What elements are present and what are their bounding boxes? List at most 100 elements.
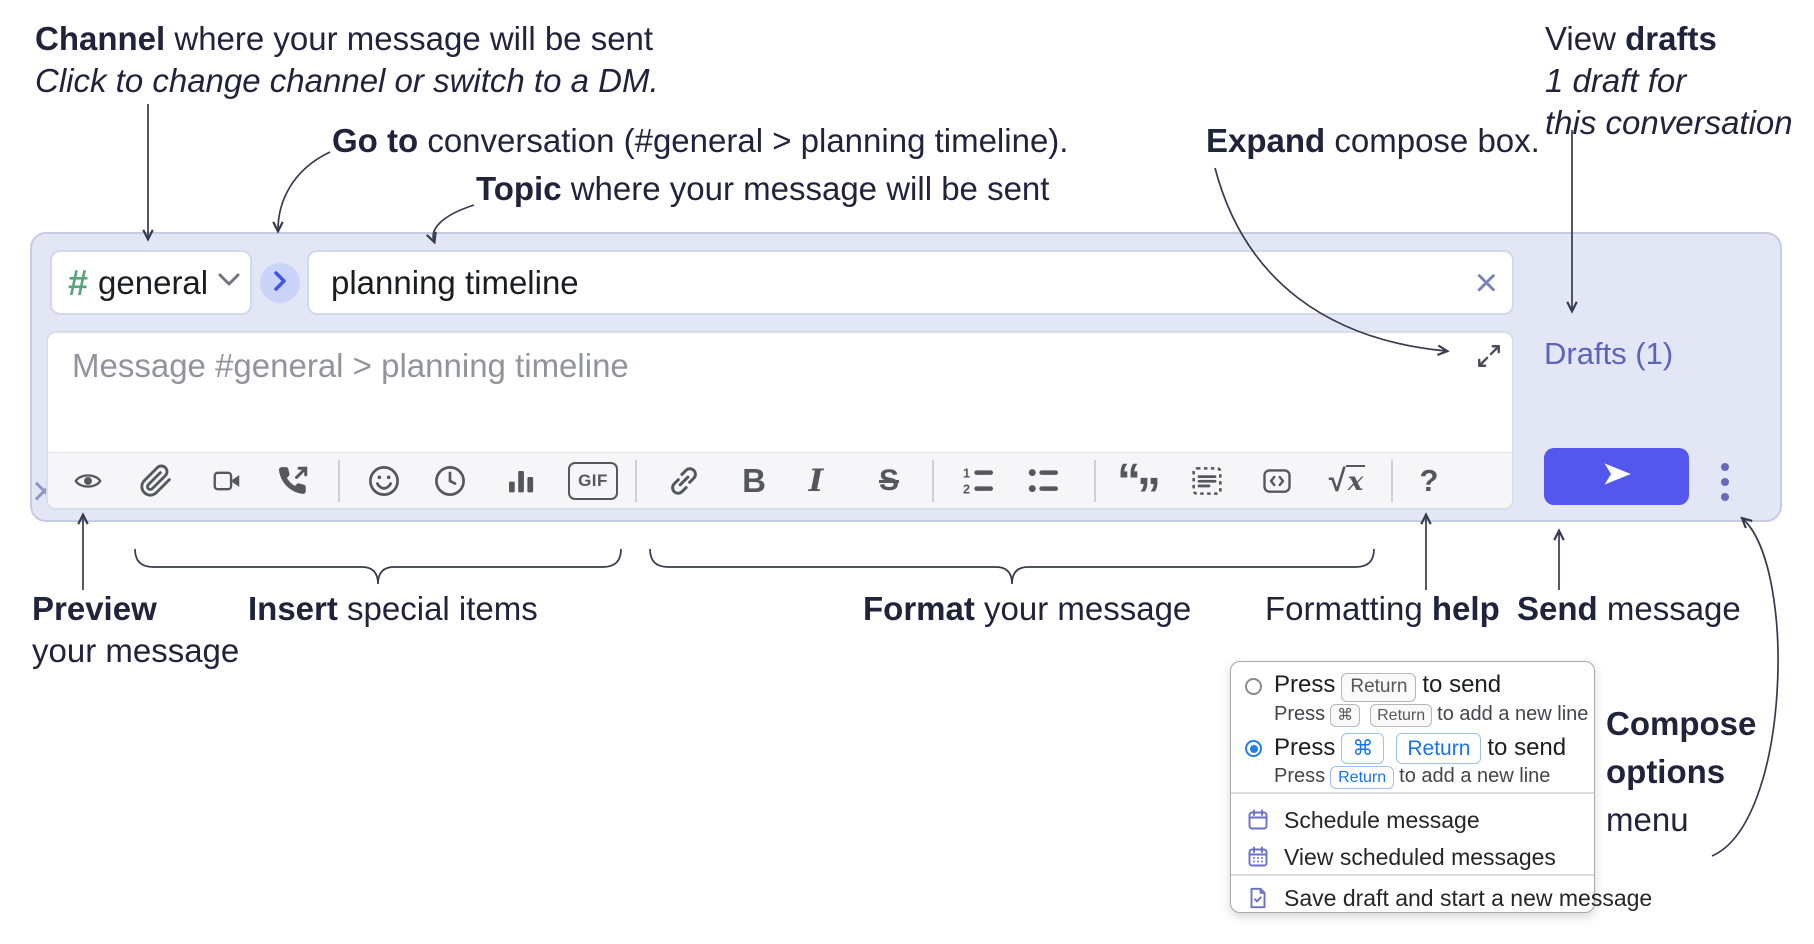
menu-divider [1231, 792, 1594, 794]
menu-item-label: Schedule message [1284, 806, 1480, 833]
inline-code-icon[interactable] [1254, 453, 1300, 509]
sqrt-x-glyph: x [1345, 465, 1366, 497]
annotation-preview-line1: Preview [32, 588, 157, 630]
annotation-view-drafts-line2: 1 draft for [1545, 62, 1687, 99]
code-block-icon[interactable] [1184, 453, 1230, 509]
menu-item-schedule-message[interactable]: Schedule message [1246, 803, 1480, 837]
strikethrough-label: S [878, 464, 899, 497]
bold-label: B [742, 462, 766, 499]
annotation-channel-line2: Click to change channel or switch to a D… [35, 62, 659, 99]
message-box[interactable]: Message #general > planning timeline [46, 331, 1514, 522]
formula-sqrt-icon[interactable]: √x [1320, 453, 1374, 509]
annotation-channel-line1: Channel where your message will be sent [35, 18, 653, 60]
goto-conversation-button[interactable] [260, 263, 300, 303]
italic-label: I [808, 463, 824, 499]
strikethrough-icon[interactable]: S [866, 453, 912, 509]
menu-item-label: Save draft and start a new message [1284, 884, 1653, 911]
annotation-channel-rest: where your message will be sent [165, 20, 654, 57]
annotation-topic-rest: where your message will be sent [561, 170, 1050, 207]
calendar-grid-icon [1246, 845, 1270, 869]
keycap-cmd-blue: ⌘ [1341, 733, 1385, 765]
attach-paperclip-icon[interactable] [133, 453, 179, 509]
clear-topic-icon[interactable]: × [1474, 260, 1498, 305]
annotation-formatting-help: Formatting help [1265, 588, 1500, 630]
svg-text:2: 2 [963, 483, 970, 497]
annotation-compose-options-line3: menu [1606, 801, 1689, 838]
menu-item-view-scheduled-messages[interactable]: View scheduled messages [1246, 840, 1556, 874]
annotation-insert-keyword: Insert [248, 590, 338, 627]
channel-selector[interactable]: # general [50, 250, 252, 315]
annotation-preview-line2: your message [32, 632, 240, 669]
channel-name: general [98, 263, 209, 301]
video-camera-icon[interactable] [204, 453, 250, 509]
italic-icon[interactable]: I [793, 453, 839, 509]
expand-compose-icon[interactable] [1476, 343, 1502, 369]
connector-goto [278, 151, 331, 230]
annotation-expand: Expand compose box. [1206, 120, 1540, 162]
annotation-format: Format your message [863, 588, 1191, 630]
annotation-send-rest: message [1597, 590, 1741, 627]
keycap-cmd: ⌘ [1330, 704, 1361, 728]
annotation-compose-options-line2: options [1606, 753, 1726, 790]
annotation-goto-keyword: Go to [332, 122, 419, 159]
keycap-return-blue: Return [1330, 766, 1395, 790]
drafts-link[interactable]: Drafts (1) [1544, 336, 1674, 371]
topic-value: planning timeline [331, 263, 579, 301]
gif-icon[interactable]: GIF [565, 453, 621, 509]
keycap-return-blue: Return [1396, 733, 1482, 765]
annotation-topic-keyword: Topic [476, 170, 562, 207]
blockquote-icon[interactable]: “” [1116, 453, 1162, 522]
annotation-view-drafts-line1: View drafts [1545, 18, 1717, 60]
annotation-send-message: Send message [1517, 588, 1741, 630]
toolbar-divider [338, 460, 340, 502]
bulleted-list-icon[interactable] [1021, 453, 1067, 509]
poll-bar-chart-icon[interactable] [498, 453, 544, 509]
link-icon[interactable] [661, 453, 707, 509]
sqrt-radical-glyph: √ [1328, 463, 1346, 498]
toolbar-divider [932, 460, 934, 502]
menu-item-save-draft[interactable]: Save draft and start a new message [1246, 883, 1652, 913]
toolbar-divider [1094, 460, 1096, 502]
formatting-help-icon[interactable]: ? [1406, 453, 1452, 509]
gif-label: GIF [578, 471, 608, 490]
toolbar-divider [1391, 460, 1393, 502]
keycap-return: Return [1370, 704, 1433, 728]
connector-compose-options [1711, 519, 1779, 857]
compose-options-kebab-icon[interactable] [1708, 454, 1742, 510]
radio-unselected-icon[interactable] [1245, 677, 1262, 695]
svg-text:1: 1 [963, 467, 970, 481]
annotation-insert: Insert special items [248, 588, 538, 630]
annotation-goto: Go to conversation (#general > planning … [332, 120, 1068, 162]
annotation-format-keyword: Format [863, 590, 975, 627]
document-check-icon [1246, 886, 1270, 910]
bold-icon[interactable]: B [731, 453, 777, 509]
chevron-right-icon [273, 270, 287, 296]
send-button[interactable] [1544, 448, 1689, 505]
topic-input[interactable]: planning timeline × [307, 250, 1514, 315]
chevron-down-icon [218, 273, 240, 292]
quote-close-glyph: ” [1137, 469, 1161, 522]
annotation-preview-keyword: Preview [32, 590, 157, 627]
brace-insert-items [134, 548, 622, 585]
annotation-view-drafts-line3: this conversation [1545, 104, 1793, 141]
radio-selected-icon[interactable] [1245, 740, 1262, 758]
annotation-expand-keyword: Expand [1206, 122, 1326, 159]
annotation-help-keyword: help [1431, 590, 1500, 627]
audio-call-phone-icon[interactable] [270, 453, 316, 509]
recent-clock-icon[interactable] [427, 453, 473, 509]
channel-hash-icon: # [68, 261, 89, 303]
preview-eye-icon[interactable] [65, 453, 111, 509]
quote-open-glyph: “ [1117, 455, 1141, 508]
emoji-smiley-icon[interactable] [361, 453, 407, 509]
toolbar-divider [635, 460, 637, 502]
annotation-format-rest: your message [974, 590, 1192, 627]
